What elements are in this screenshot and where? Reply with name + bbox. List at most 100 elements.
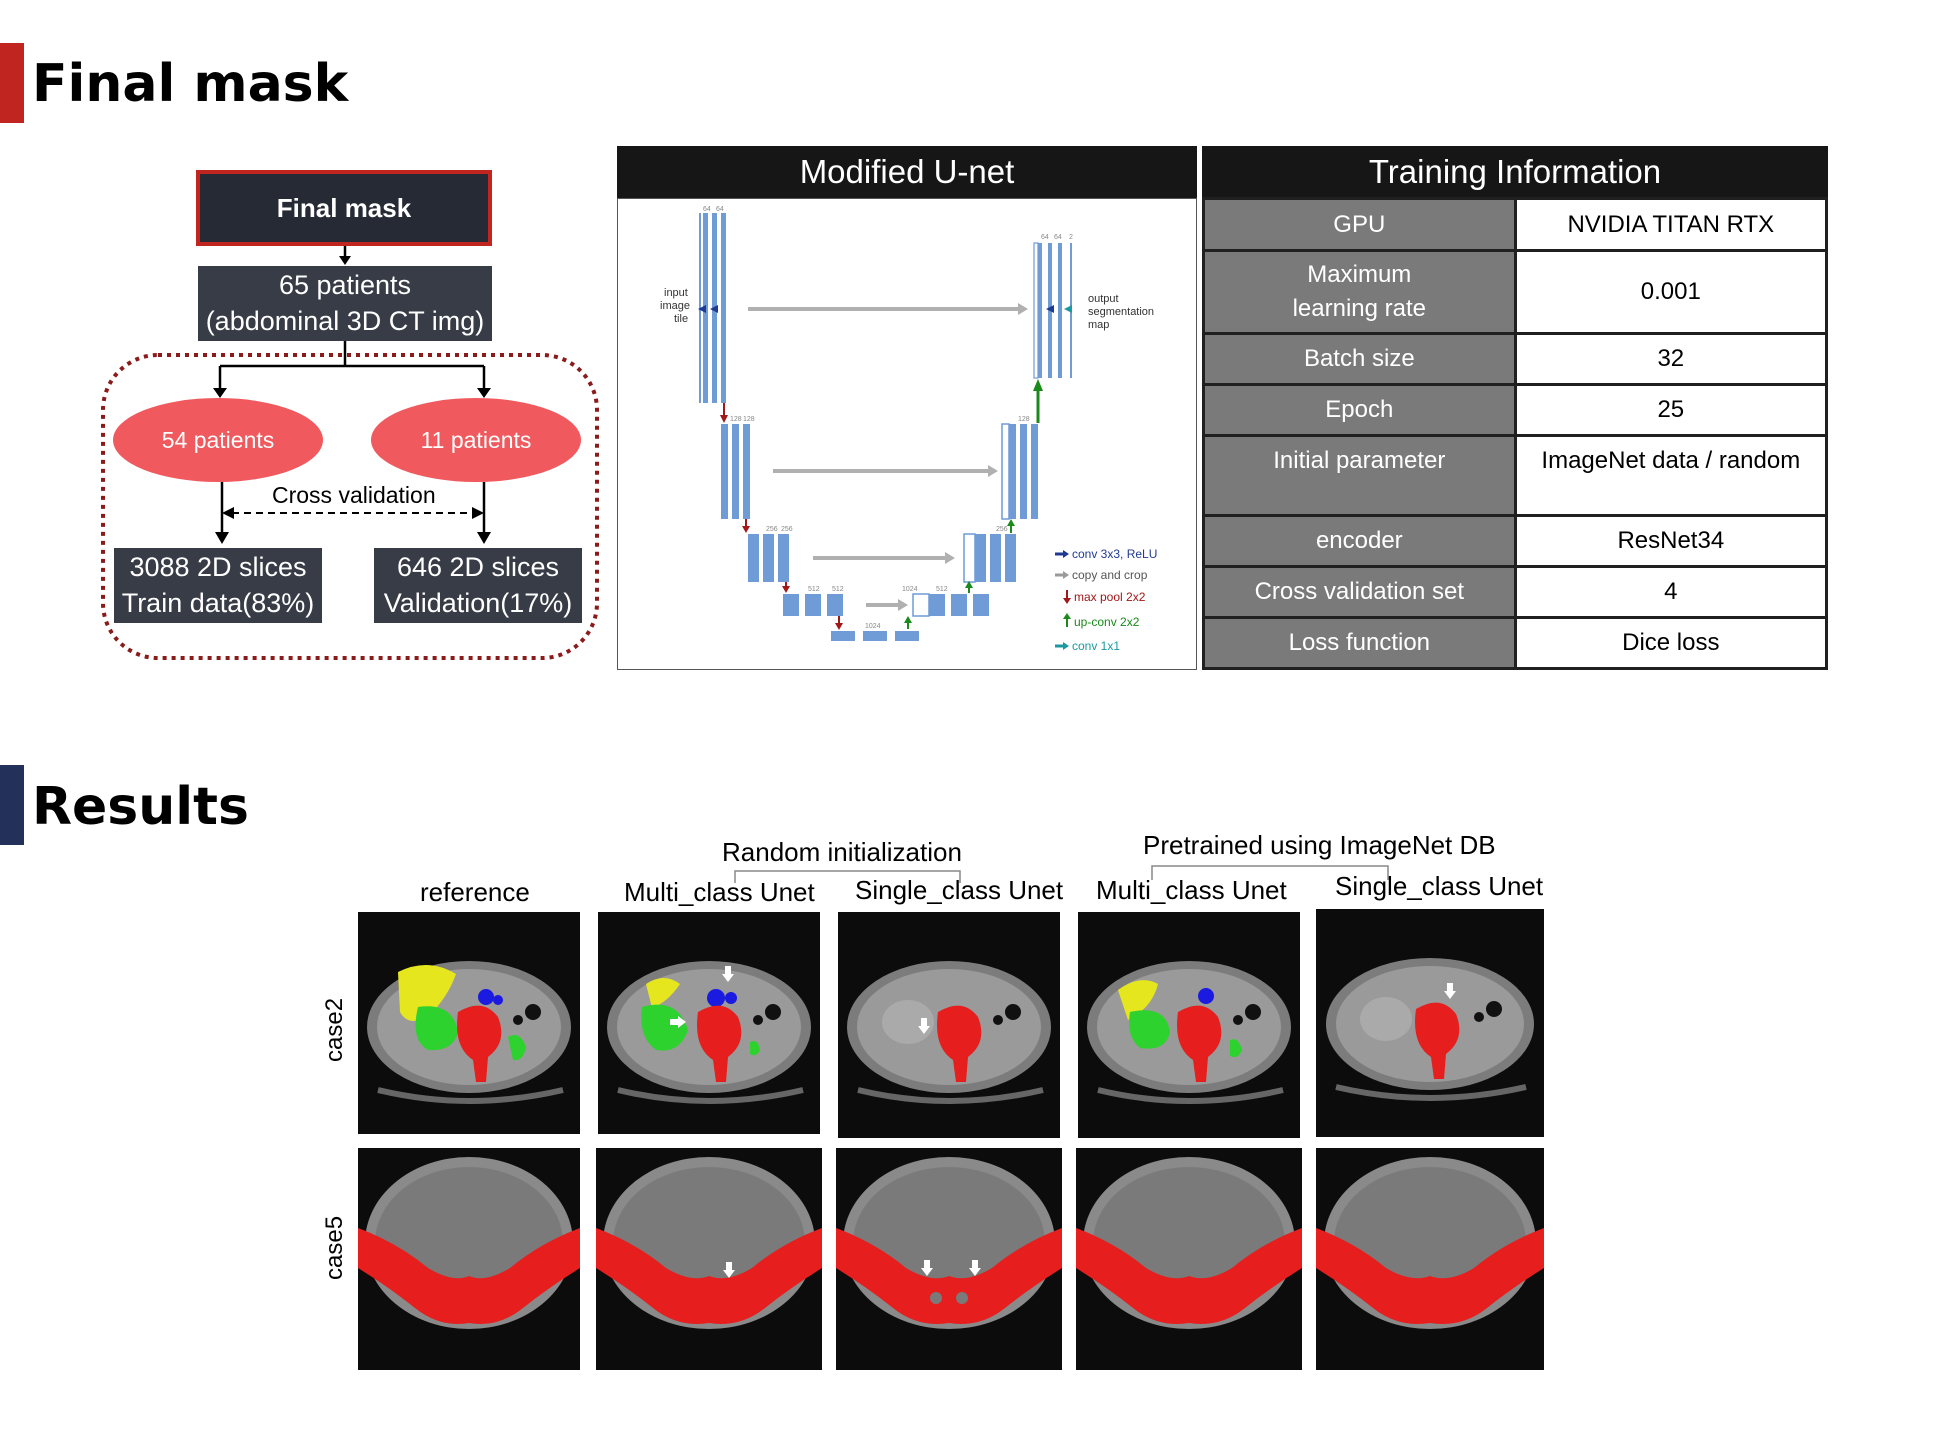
training-value: 4	[1513, 565, 1829, 619]
ct-scan-graphic	[358, 1157, 580, 1329]
training-value: 25	[1513, 383, 1829, 437]
legend-maxpool-label: max pool 2x2	[1074, 590, 1146, 604]
training-value: Dice loss	[1513, 616, 1829, 670]
ct-image-case2-pretrained-multi	[1078, 912, 1300, 1138]
ct-scan-graphic	[1087, 961, 1291, 1104]
column-label-pretrained-single: Single_class Unet	[1335, 871, 1544, 901]
ct-image-case2-reference	[358, 912, 580, 1134]
unet-output-label-3: map	[1088, 319, 1109, 331]
ct-image-case5-random-single	[836, 1148, 1062, 1370]
ct-image-case2-pretrained-single	[1316, 909, 1544, 1137]
val-data-box: 646 2D slices Validation(17%)	[374, 548, 582, 623]
patients-description: (abdominal 3D CT img)	[205, 306, 485, 336]
unet-diagram-frame: input image tile output segmentation map…	[617, 198, 1197, 670]
training-info-table: GPU NVIDIA TITAN RTX Maximum learning ra…	[1202, 197, 1829, 670]
training-key: Loss function	[1202, 616, 1517, 670]
ct-scan-graphic	[847, 961, 1051, 1104]
unet-channel-label: 256	[996, 526, 1008, 533]
train-patients-ellipse: 54 patients	[113, 398, 323, 482]
legend-conv1x1-label: conv 1x1	[1072, 639, 1120, 653]
training-value: 32	[1513, 332, 1829, 386]
table-row: Epoch 25	[1202, 383, 1829, 437]
row-label-case2: case2	[321, 997, 348, 1062]
val-patients-ellipse: 11 patients	[371, 398, 581, 482]
final-mask-box: Final mask	[196, 170, 492, 246]
results-accent-bar	[0, 765, 24, 845]
unet-channel-label: 2	[1069, 234, 1073, 241]
val-data-label: Validation(17%)	[383, 588, 573, 618]
training-table-title: Training Information	[1202, 146, 1828, 198]
training-value: 0.001	[1513, 249, 1829, 335]
unet-input-label-3: tile	[674, 313, 688, 325]
unet-channel-label: 256	[766, 526, 778, 533]
unet-channel-label: 1024	[902, 586, 918, 593]
training-value: ResNet34	[1513, 514, 1829, 568]
results-section-title: Results	[32, 777, 249, 837]
table-row: GPU NVIDIA TITAN RTX	[1202, 197, 1829, 252]
training-key: Batch size	[1202, 332, 1517, 386]
unet-channel-label: 128	[730, 416, 742, 423]
training-key: Cross validation set	[1202, 565, 1517, 619]
ct-image-case5-reference	[358, 1148, 580, 1370]
unet-channel-label: 64	[716, 206, 724, 213]
legend-conv-label: conv 3x3, ReLU	[1072, 547, 1157, 561]
ct-image-case5-pretrained-multi	[1076, 1148, 1302, 1370]
unet-channel-label: 512	[936, 586, 948, 593]
cross-validation-label: Cross validation	[270, 482, 438, 509]
unet-channel-label: 64	[1054, 234, 1062, 241]
ct-scan-graphic	[836, 1157, 1062, 1329]
train-data-box: 3088 2D slices Train data(83%)	[114, 548, 322, 623]
train-data-label: Train data(83%)	[121, 588, 315, 618]
unet-input-label-2: image	[660, 300, 690, 312]
unet-output-label-1: output	[1088, 293, 1119, 305]
ct-image-case2-random-multi	[598, 912, 820, 1134]
group-label-pretrained: Pretrained using ImageNet DB	[1143, 830, 1496, 860]
patients-count: 65 patients	[278, 270, 412, 300]
unet-architecture-diagram: input image tile output segmentation map…	[660, 206, 1157, 653]
table-row: encoder ResNet34	[1202, 514, 1829, 568]
legend-upconv-label: up-conv 2x2	[1074, 615, 1140, 629]
table-row: Maximum learning rate 0.001	[1202, 249, 1829, 335]
training-key: encoder	[1202, 514, 1517, 568]
unet-channel-label: 64	[1041, 234, 1049, 241]
training-value: NVIDIA TITAN RTX	[1513, 197, 1829, 252]
flow-connectors	[101, 246, 599, 660]
column-label-random-single: Single_class Unet	[855, 875, 1064, 905]
ct-scan-graphic	[1076, 1157, 1302, 1329]
unet-channel-label: 128	[1018, 416, 1030, 423]
column-label-reference: reference	[420, 877, 530, 907]
ct-scan-graphic	[1326, 958, 1534, 1101]
unet-legend: conv 3x3, ReLU copy and crop max pool 2x…	[1055, 547, 1157, 653]
training-key: GPU	[1202, 197, 1517, 252]
final-mask-section-title: Final mask	[32, 54, 349, 114]
final-mask-box-label: Final mask	[200, 174, 488, 242]
training-key-text: Maximum learning rate	[1292, 261, 1427, 322]
ct-scan-graphic	[367, 961, 571, 1104]
column-label-random-multi: Multi_class Unet	[624, 877, 815, 907]
ct-image-case5-random-multi	[596, 1148, 822, 1370]
training-value: ImageNet data / random	[1513, 434, 1829, 517]
ct-scan-graphic	[607, 961, 811, 1104]
unet-channel-label: 512	[808, 586, 820, 593]
unet-panel-title: Modified U-net	[617, 146, 1197, 198]
val-slices: 646 2D slices	[396, 552, 560, 582]
training-key: Maximum learning rate	[1202, 249, 1517, 335]
unet-channel-label: 256	[781, 526, 793, 533]
unet-output-label-2: segmentation	[1088, 306, 1154, 318]
unet-channel-label: 64	[703, 206, 711, 213]
ct-scan-graphic	[1316, 1157, 1544, 1329]
table-row: Loss function Dice loss	[1202, 616, 1829, 670]
group-label-random: Random initialization	[722, 837, 962, 867]
training-key: Initial parameter	[1202, 434, 1517, 517]
unet-channel-label: 128	[743, 416, 755, 423]
group-brackets	[734, 865, 1389, 883]
patients-box: 65 patients (abdominal 3D CT img)	[198, 266, 492, 341]
unet-channel-label: 512	[832, 586, 844, 593]
unet-channel-label: 1024	[865, 623, 881, 630]
column-label-pretrained-multi: Multi_class Unet	[1096, 875, 1287, 905]
train-slices: 3088 2D slices	[129, 552, 307, 582]
table-row: Cross validation set 4	[1202, 565, 1829, 619]
final-mask-accent-bar	[0, 43, 24, 123]
row-label-case5: case5	[321, 1215, 348, 1280]
table-row: Initial parameter ImageNet data / random	[1202, 434, 1829, 517]
